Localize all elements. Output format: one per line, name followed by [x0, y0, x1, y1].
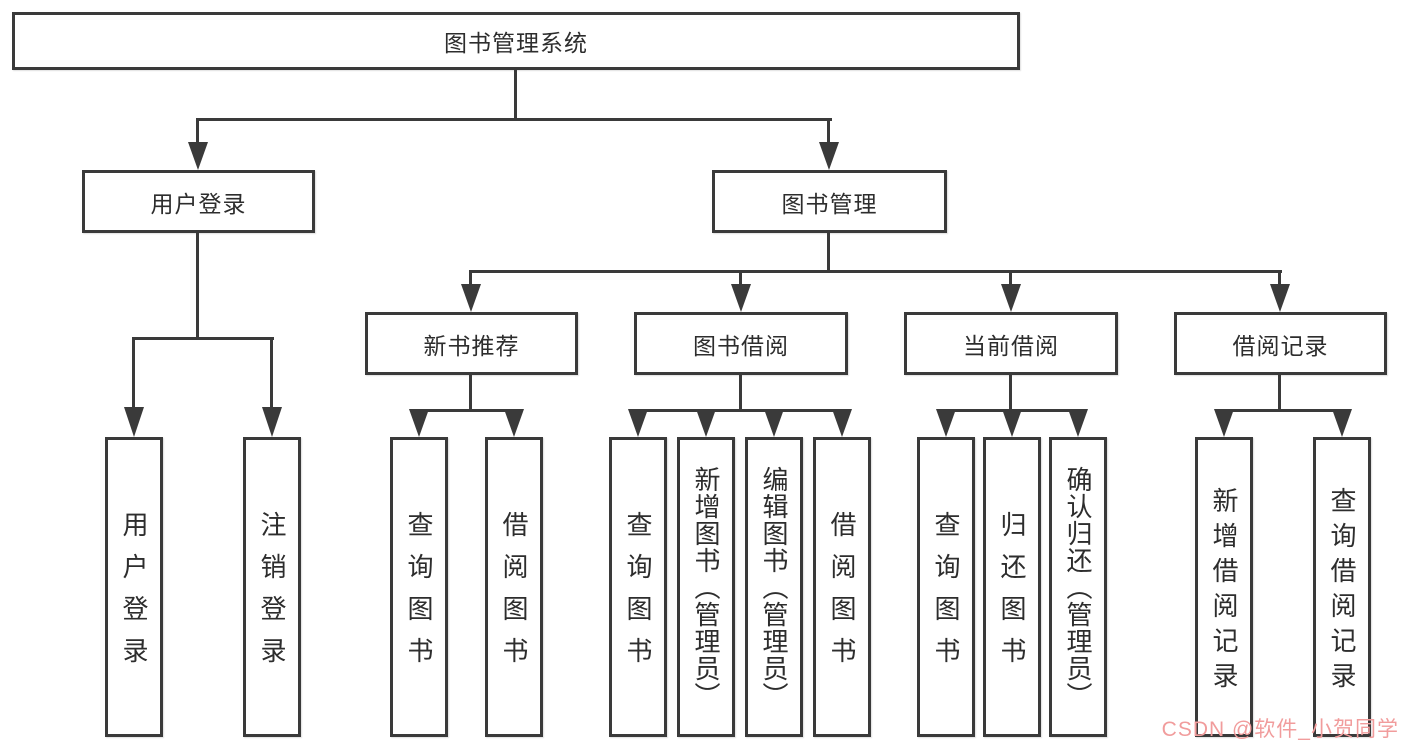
arrow-down-icon	[832, 409, 852, 437]
node-book-borrowing: 图书借阅	[634, 312, 848, 375]
leaf-return-books: 归还图书	[983, 437, 1041, 737]
leaf-confirm-return-admin: 确认归还（管理员）	[1049, 437, 1107, 737]
node-label: 借阅记录	[1232, 332, 1329, 359]
node-label: 新书推荐	[423, 332, 520, 359]
node-new-book-recommendation: 新书推荐	[365, 312, 578, 375]
leaf-label: 借阅图书	[827, 511, 857, 679]
node-label: 图书管理	[781, 190, 878, 217]
arrow-down-icon	[1270, 284, 1290, 312]
connector-line	[514, 70, 517, 120]
connector-line	[739, 375, 742, 411]
leaf-label: 查询图书	[404, 511, 434, 679]
leaf-label: 新增借阅记录	[1209, 486, 1239, 697]
connector-line	[1009, 375, 1012, 411]
node-user-login: 用户登录	[82, 170, 315, 233]
node-label: 图书管理系统	[444, 30, 588, 56]
connector-line	[827, 118, 830, 144]
leaf-label: 归还图书	[997, 511, 1027, 679]
leaf-query-books-current: 查询图书	[917, 437, 975, 737]
node-current-borrowing: 当前借阅	[904, 312, 1118, 375]
connector-line	[1278, 375, 1281, 411]
leaf-label: 注销登录	[257, 511, 287, 679]
arrow-down-icon	[124, 407, 144, 437]
node-label: 图书借阅	[693, 332, 789, 359]
connector-line	[827, 233, 830, 272]
connector-line	[196, 233, 199, 339]
connector-line	[1222, 409, 1344, 412]
arrow-down-icon	[409, 409, 429, 437]
leaf-label: 借阅图书	[499, 511, 529, 679]
leaf-label: 用户登录	[119, 511, 149, 679]
leaf-query-borrow-record: 查询借阅记录	[1313, 437, 1371, 737]
arrow-down-icon	[504, 409, 524, 437]
leaf-add-books-admin: 新增图书（管理员）	[677, 437, 735, 737]
connector-line	[132, 337, 135, 409]
leaf-label: 查询图书	[931, 511, 961, 679]
arrow-down-icon	[628, 409, 648, 437]
arrow-down-icon	[764, 409, 784, 437]
leaf-borrow-books-recommend: 借阅图书	[485, 437, 543, 737]
connector-line	[1278, 270, 1281, 286]
arrow-down-icon	[1002, 409, 1022, 437]
leaf-add-borrow-record: 新增借阅记录	[1195, 437, 1253, 737]
connector-line	[270, 337, 273, 409]
leaf-borrow-books: 借阅图书	[813, 437, 871, 737]
node-label: 当前借阅	[963, 332, 1059, 359]
arrow-down-icon	[1068, 409, 1088, 437]
connector-line	[469, 270, 472, 286]
arrow-down-icon	[819, 142, 839, 170]
arrow-down-icon	[731, 284, 751, 312]
leaf-label: 新增图书（管理员）	[691, 466, 721, 709]
arrow-down-icon	[696, 409, 716, 437]
node-library-management-system: 图书管理系统	[12, 12, 1020, 70]
connector-line	[132, 337, 274, 340]
connector-line	[196, 118, 832, 121]
arrow-down-icon	[1332, 409, 1352, 437]
leaf-label: 查询借阅记录	[1327, 486, 1357, 697]
leaf-query-books-recommend: 查询图书	[390, 437, 448, 737]
node-book-management: 图书管理	[712, 170, 947, 233]
connector-line	[739, 270, 742, 286]
connector-line	[636, 409, 844, 412]
leaf-query-books-borrowing: 查询图书	[609, 437, 667, 737]
connector-line	[417, 409, 516, 412]
arrow-down-icon	[1001, 284, 1021, 312]
arrow-down-icon	[262, 407, 282, 437]
connector-line	[469, 270, 1282, 273]
node-label: 用户登录	[150, 190, 247, 217]
leaf-label: 确认归还（管理员）	[1063, 466, 1093, 709]
leaf-user-login: 用户登录	[105, 437, 163, 737]
connector-line	[196, 118, 199, 144]
leaf-label: 查询图书	[623, 511, 653, 679]
connector-line	[469, 375, 472, 411]
connector-line	[1009, 270, 1012, 286]
arrow-down-icon	[188, 142, 208, 170]
leaf-logout: 注销登录	[243, 437, 301, 737]
arrow-down-icon	[461, 284, 481, 312]
leaf-edit-books-admin: 编辑图书（管理员）	[745, 437, 803, 737]
arrow-down-icon	[936, 409, 956, 437]
leaf-label: 编辑图书（管理员）	[759, 466, 789, 709]
arrow-down-icon	[1214, 409, 1234, 437]
node-borrowing-records: 借阅记录	[1174, 312, 1387, 375]
